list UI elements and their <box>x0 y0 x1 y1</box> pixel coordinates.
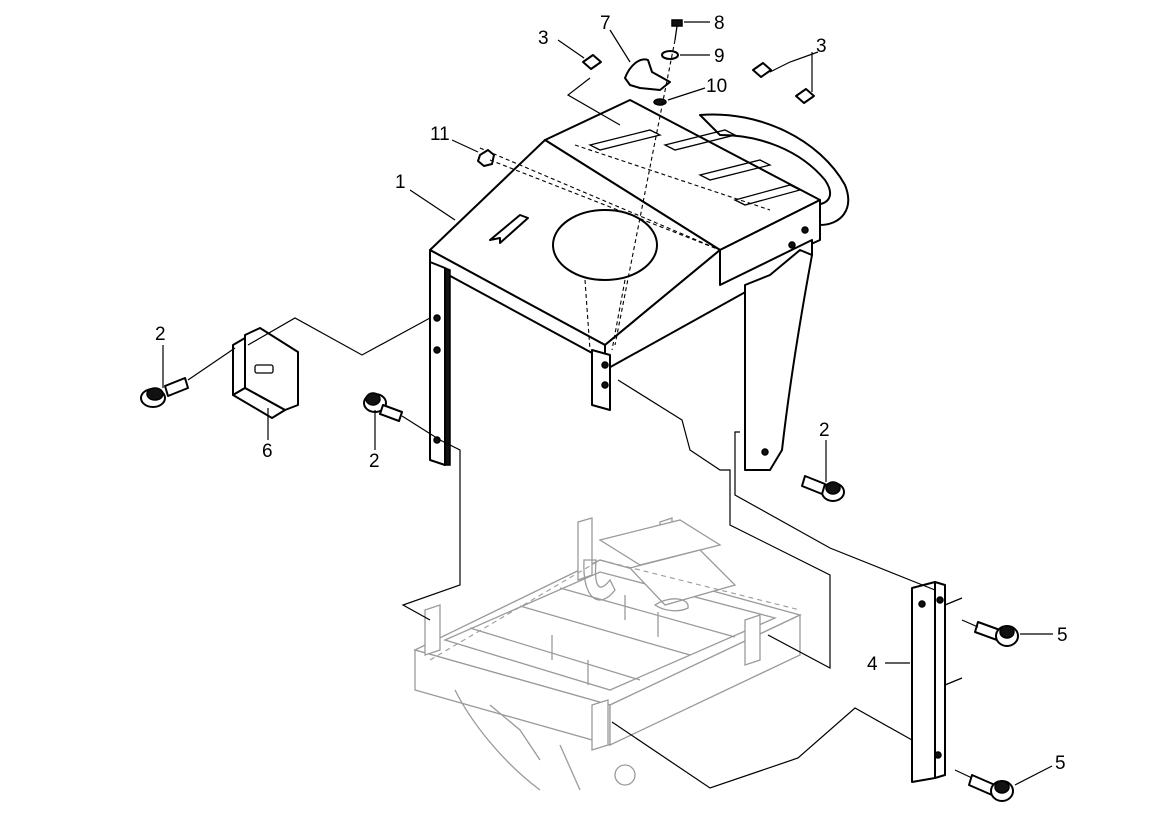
pad-left <box>582 54 602 70</box>
callout-labels: 1 2 2 2 3 3 4 5 5 6 7 8 9 10 11 <box>155 13 1068 774</box>
callout-4: 4 <box>867 654 878 675</box>
bolt-5-lower <box>968 774 1014 802</box>
callout-2-center: 2 <box>369 451 380 472</box>
callout-7: 7 <box>600 13 611 34</box>
bar-bracket <box>911 581 963 783</box>
side-bracket <box>232 327 299 419</box>
bracket <box>624 58 671 91</box>
callout-5-upper: 5 <box>1057 625 1068 646</box>
callout-3-left: 3 <box>538 28 549 49</box>
shroud-cover <box>429 99 850 471</box>
callout-2-right: 2 <box>819 420 830 441</box>
bolt-5-upper <box>974 621 1019 647</box>
pad-right-1 <box>752 62 772 78</box>
callout-1: 1 <box>395 172 406 193</box>
callout-8: 8 <box>714 13 725 34</box>
callout-5-lower: 5 <box>1055 753 1066 774</box>
bolt-center <box>363 392 403 422</box>
top-hardware <box>477 19 815 346</box>
callout-2-left: 2 <box>155 324 166 345</box>
callout-10: 10 <box>706 76 727 97</box>
callout-3-right: 3 <box>816 36 827 57</box>
bolt-right <box>801 475 845 502</box>
ghost-frame <box>413 517 802 791</box>
callout-11: 11 <box>430 124 450 145</box>
assembly-lines <box>187 77 979 789</box>
callout-9: 9 <box>714 46 725 67</box>
pad-right-2 <box>795 88 815 104</box>
callout-6: 6 <box>262 441 273 462</box>
bolt-left <box>140 377 189 408</box>
callout-leaders <box>162 21 1053 786</box>
